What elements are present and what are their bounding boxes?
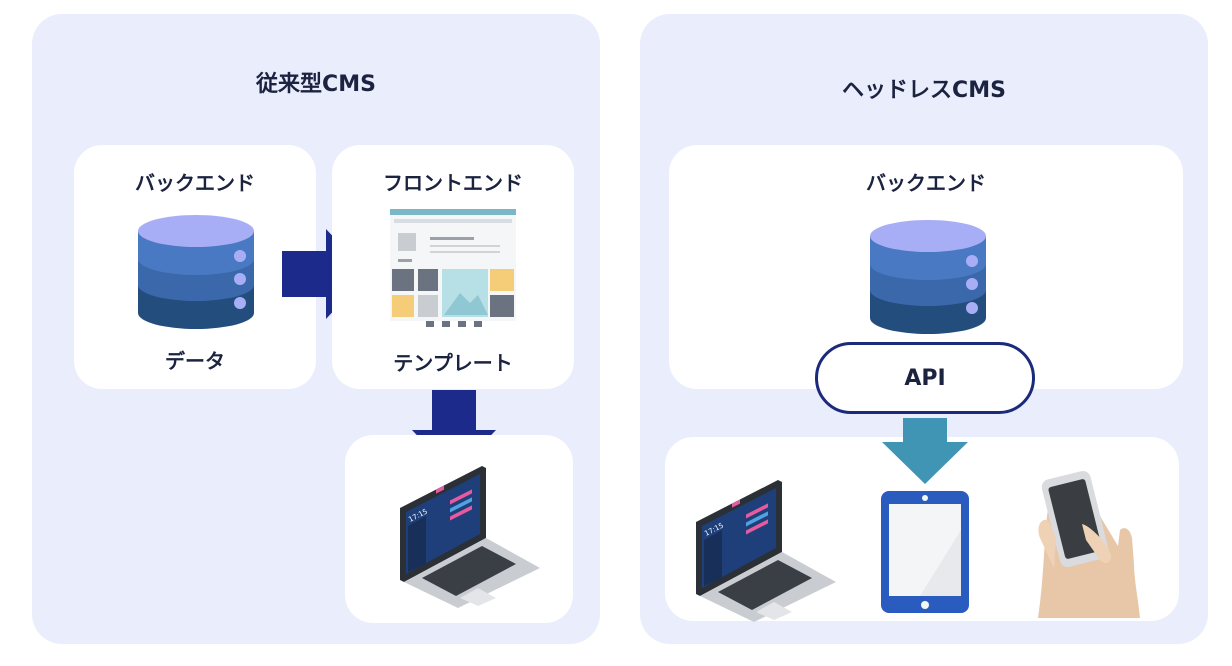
frontend-label: フロントエンド	[383, 171, 523, 195]
data-label: データ	[165, 349, 225, 373]
database-icon	[870, 220, 986, 334]
template-label: テンプレート	[393, 351, 513, 375]
webpage-template-icon	[390, 209, 516, 327]
traditional-cms-title: 従来型CMS	[256, 72, 376, 97]
arrow-down-icon	[412, 390, 496, 474]
laptop-icon: 17:15	[400, 466, 540, 608]
headless-backend-label: バックエンド	[866, 171, 986, 195]
arrow-down-icon	[882, 418, 968, 484]
smartphone-in-hand-icon	[1038, 470, 1140, 618]
traditional-backend-card: バックエンド データ	[74, 145, 316, 389]
laptop-icon: 17:15	[696, 480, 836, 622]
traditional-backend-label: バックエンド	[135, 171, 255, 195]
database-icon	[138, 215, 254, 329]
tablet-icon	[881, 491, 969, 613]
headless-cms-title: ヘッドレスCMS	[842, 78, 1006, 103]
api-badge: API	[815, 342, 1035, 414]
